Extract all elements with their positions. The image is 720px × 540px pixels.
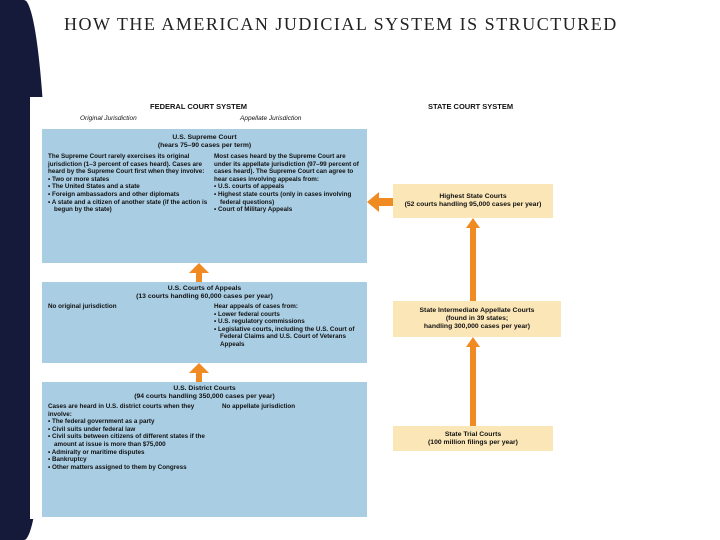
- arrow-trial-to-intermediate: [466, 337, 480, 426]
- courts-of-appeals-box: U.S. Courts of Appeals (13 courts handli…: [42, 282, 367, 363]
- flow-arrows: [189, 192, 480, 426]
- supreme-court-title: U.S. Supreme Court (hears 75–90 cases pe…: [157, 134, 252, 149]
- original-jurisdiction-label: Original Jurisdiction: [80, 115, 137, 122]
- district-appellate-column: No appellate jurisdiction: [222, 403, 296, 410]
- judicial-structure-diagram: FEDERAL COURT SYSTEM STATE COURT SYSTEM …: [30, 97, 565, 519]
- arrow-intermediate-to-highest: [466, 218, 480, 301]
- arrow-district-to-appeals: [189, 363, 209, 382]
- appeals-appellate-column: Hear appeals of cases from: Lower federa…: [214, 303, 364, 349]
- slide-title: HOW THE AMERICAN JUDICIAL SYSTEM IS STRU…: [64, 14, 618, 34]
- federal-system-header: FEDERAL COURT SYSTEM: [150, 102, 247, 111]
- state-trial-courts-box: State Trial Courts (100 million filings …: [393, 426, 553, 451]
- district-courts-title: U.S. District Courts (94 courts handling…: [134, 385, 275, 400]
- appeals-appellate-list: Lower federal courts U.S. regulatory com…: [214, 311, 364, 349]
- courts-of-appeals-title: U.S. Courts of Appeals (13 courts handli…: [136, 285, 273, 300]
- arrow-appeals-to-supreme: [189, 263, 209, 282]
- district-courts-box: U.S. District Courts (94 courts handling…: [42, 382, 367, 517]
- district-original-column: Cases are heard in U.S. district courts …: [48, 403, 210, 471]
- appeals-original-column: No original jurisdiction: [48, 303, 117, 310]
- supreme-original-column: The Supreme Court rarely exercises its o…: [48, 153, 210, 214]
- supreme-appellate-column: Most cases heard by the Supreme Court ar…: [214, 153, 364, 214]
- supreme-court-box: U.S. Supreme Court (hears 75–90 cases pe…: [42, 129, 367, 263]
- state-system-header: STATE COURT SYSTEM: [428, 102, 514, 111]
- district-original-list: The federal government as a party Civil …: [48, 418, 210, 471]
- state-intermediate-courts-box: State Intermediate Appellate Courts (fou…: [393, 301, 561, 337]
- highest-state-courts-box: Highest State Courts (52 courts handling…: [393, 184, 553, 218]
- supreme-original-list: Two or more states The United States and…: [48, 176, 210, 214]
- supreme-appellate-list: U.S. courts of appeals Highest state cou…: [214, 183, 364, 213]
- arrows-group: [189, 192, 480, 426]
- appellate-jurisdiction-label: Appellate Jurisdiction: [240, 115, 302, 122]
- arrow-highest-state-to-supreme: [367, 192, 393, 212]
